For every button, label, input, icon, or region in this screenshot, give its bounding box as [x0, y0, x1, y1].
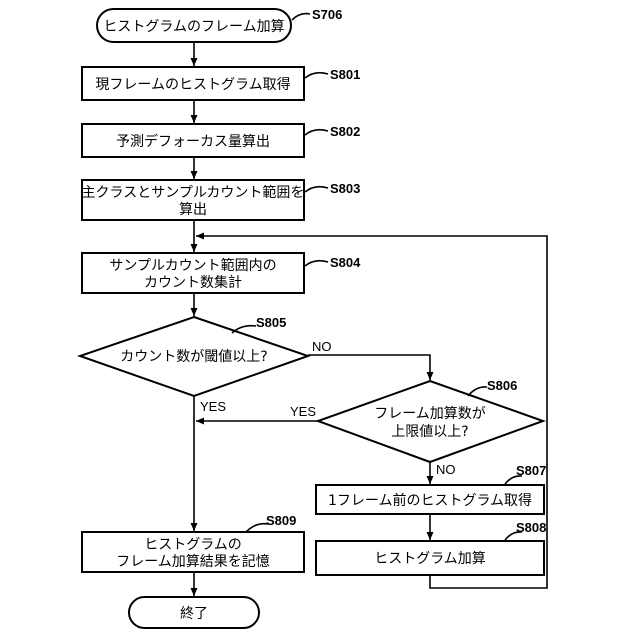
end-label: 終了 [180, 606, 208, 622]
process-label-s803-line1: 主クラスとサンプルカウント範囲を [82, 184, 305, 201]
process-label-s809-line1: ヒストグラムの [144, 537, 242, 553]
process-label-s801: 現フレームのヒストグラム取得 [95, 76, 290, 93]
decision-label-s806-line1: フレーム加算数が [374, 406, 486, 422]
process-label-s808: ヒストグラム加算 [374, 551, 486, 567]
node-end: 終了 [129, 597, 259, 628]
node-s809: ヒストグラムの フレーム加算結果を記憶 S809 [82, 513, 304, 572]
node-s808: ヒストグラム加算 S808 [316, 520, 546, 575]
step-label-s802: S802 [330, 124, 360, 139]
node-s801: 現フレームのヒストグラム取得 S801 [82, 67, 360, 100]
step-leader-s804 [305, 261, 328, 266]
step-label-s807: S807 [516, 463, 546, 478]
process-label-s804-line2: カウント数集計 [144, 274, 242, 291]
node-s803: 主クラスとサンプルカウント範囲を 算出 S803 [82, 180, 361, 220]
process-label-s809-line2: フレーム加算結果を記憶 [116, 553, 270, 570]
node-s802: 予測デフォーカス量算出 S802 [82, 124, 360, 157]
arrow-s805-no-to-s806 [308, 355, 430, 380]
step-label-s809: S809 [266, 513, 296, 528]
branch-label-s806-yes: YES [290, 404, 316, 419]
node-s804: サンプルカウント範囲内の カウント数集計 S804 [82, 253, 361, 293]
branch-label-s806-no: NO [436, 462, 456, 477]
step-leader-s803 [305, 187, 328, 192]
step-leader-s801 [305, 73, 328, 78]
step-label-s801: S801 [330, 67, 360, 82]
decision-label-s805: カウント数が閾値以上? [120, 349, 267, 365]
process-label-s804-line1: サンプルカウント範囲内の [109, 257, 276, 274]
node-s805: カウント数が閾値以上? S805 NO YES [80, 315, 332, 414]
step-leader-s809 [246, 524, 268, 532]
step-label-s805: S805 [256, 315, 286, 330]
branch-label-s805-yes: YES [200, 399, 226, 414]
node-s807: 1フレーム前のヒストグラム取得 S807 [316, 463, 546, 514]
step-label-s706: S706 [312, 7, 342, 22]
process-label-s802: 予測デフォーカス量算出 [116, 133, 270, 150]
start-label: ヒストグラムのフレーム加算 [103, 19, 284, 35]
step-leader-s706 [292, 14, 310, 20]
process-label-s803-line2: 算出 [179, 202, 207, 218]
decision-label-s806-line2: 上限値以上? [391, 424, 468, 440]
step-label-s808: S808 [516, 520, 546, 535]
node-s806: フレーム加算数が 上限値以上? S806 YES NO [290, 378, 543, 477]
branch-label-s805-no: NO [312, 339, 332, 354]
step-label-s803: S803 [330, 181, 360, 196]
node-start: ヒストグラムのフレーム加算 S706 [97, 7, 342, 42]
process-label-s807: 1フレーム前のヒストグラム取得 [328, 492, 532, 509]
step-leader-s802 [305, 130, 328, 135]
step-label-s806: S806 [487, 378, 517, 393]
step-label-s804: S804 [330, 255, 361, 270]
